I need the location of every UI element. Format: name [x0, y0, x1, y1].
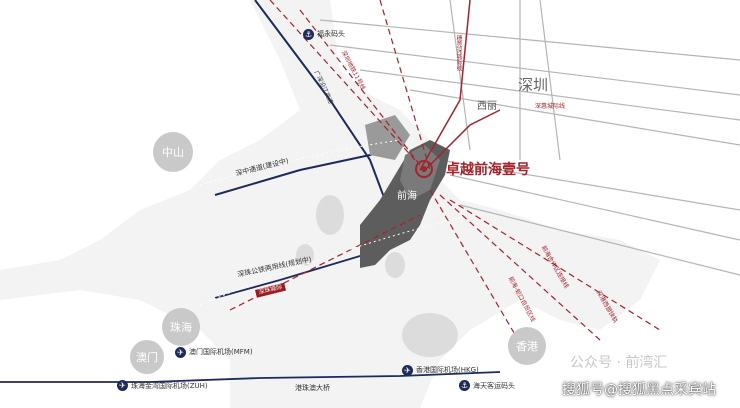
island-3 [296, 244, 314, 266]
label-project-name: 卓越前海壹号 [446, 162, 530, 178]
label-zhongshan: 中山 [162, 146, 184, 159]
qianhai-highlight [400, 145, 440, 200]
circle-zhuhai: 珠海 [162, 308, 200, 346]
label-macau-airport: 澳门国际机场(MFM) [189, 348, 253, 356]
label-hongkong: 香港 [516, 340, 538, 353]
airplane-icon: ✈ [402, 365, 413, 376]
anchor-icon: ⚓ [303, 29, 314, 40]
airplane-icon: ✈ [117, 380, 128, 391]
label-fuyong-pier: 福永码头 [317, 30, 345, 38]
label-hzm-bridge: 港珠澳大桥 [295, 384, 330, 392]
label-rail-a: 穗莞深城际线 [455, 35, 462, 71]
label-shenhui-intercity: 深惠城际线 [535, 103, 566, 110]
label-qianhai: 前海 [397, 191, 417, 202]
hzm-bridge [0, 371, 501, 383]
land-west [0, 0, 300, 270]
circle-hongkong: 香港 [508, 327, 546, 365]
rail-solid-red-2 [424, 109, 501, 171]
circle-macau: 澳门 [130, 340, 164, 374]
project-marker-dot [421, 166, 427, 172]
watermark-sohu: 搜狐号@搜狐黑点采宾站 [562, 382, 716, 398]
label-shenzhen: 深圳 [518, 76, 549, 94]
island-2 [385, 252, 405, 278]
label-haitian-pier: 海天客运码头 [473, 382, 515, 390]
watermark-public: 公众号 · 前湾汇 [570, 355, 668, 371]
rail-solid-red [419, 0, 471, 171]
island-lantau [402, 313, 458, 357]
label-hk-airport: 香港国际机场(HKG) [416, 366, 479, 374]
label-macau: 澳门 [136, 351, 158, 364]
label-zhuhai-airport: 珠海金湾国际机场(ZUH) [131, 382, 208, 390]
project-marker-ring [415, 160, 433, 178]
airplane-icon: ✈ [175, 347, 186, 358]
land-shenzhen [330, 0, 740, 408]
label-xili: 西丽 [477, 101, 497, 112]
island-1 [316, 195, 344, 235]
road-network [319, 0, 740, 276]
label-zhuhai: 珠海 [170, 321, 192, 334]
nanshan-block [365, 115, 410, 160]
anchor-icon: ⚓ [459, 380, 470, 391]
circle-zhongshan: 中山 [153, 132, 193, 172]
